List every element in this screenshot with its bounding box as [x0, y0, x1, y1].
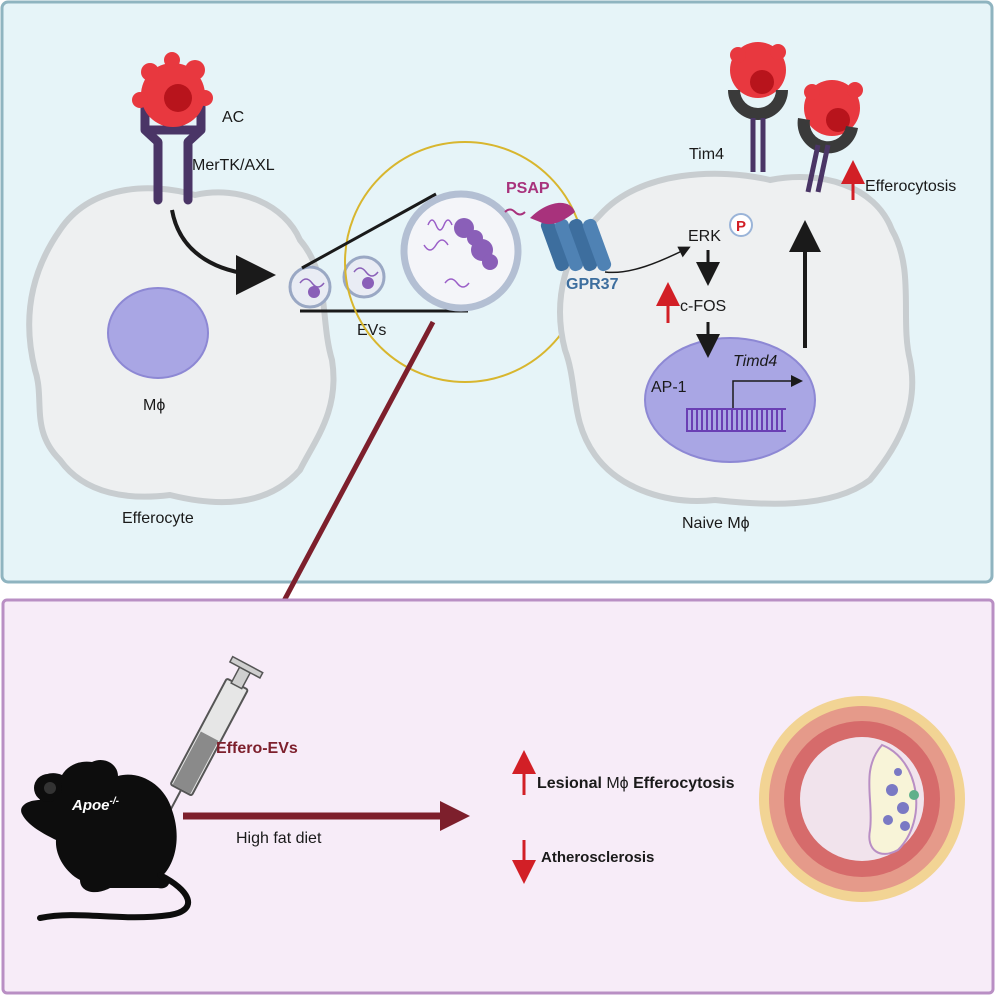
ev-to-injection-arrow: [259, 320, 436, 644]
outcome-up-part-2: Mϕ: [602, 775, 633, 792]
effero-evs-label: Effero-EVs: [216, 740, 298, 757]
outcome-up-part-3: Efferocytosis: [633, 775, 734, 792]
psap-protein-icon: [530, 202, 575, 225]
gpr37-label: GPR37: [566, 276, 619, 293]
secretion-arrow: [170, 209, 276, 295]
gpr37-receptor-icon: [540, 218, 612, 272]
naive-cell: PSAP GPR37 ERK P c-FOS AP-1 Timd4 Naive …: [504, 42, 956, 532]
phospho-badge: [729, 213, 753, 237]
diet-label: High fat diet: [236, 830, 322, 847]
ev-small-1: [288, 265, 332, 309]
transcription-arrow: [732, 375, 803, 408]
efferocyte-mphi-label: Mϕ: [143, 397, 165, 414]
tim4-receptor-2-icon: [797, 80, 863, 193]
mouse-icon: [21, 759, 192, 921]
mouse-genotype-label: Apoe-/-: [71, 796, 120, 814]
psap-label: PSAP: [506, 180, 550, 197]
bottom-panel: [1, 598, 995, 995]
erk-label: ERK: [688, 228, 721, 245]
timd4-label: Timd4: [733, 353, 777, 370]
apoptotic-cell-icon: [132, 52, 213, 127]
tim4-label: Tim4: [689, 146, 724, 163]
diet-arrowhead: [440, 801, 470, 831]
outcome-up-label: Lesional Mϕ Efferocytosis: [537, 775, 735, 792]
efferocytosis-label: Efferocytosis: [865, 178, 956, 195]
mouse-genotype-sup: -/-: [110, 796, 120, 807]
naive-mphi-label: Naive Mϕ: [682, 515, 750, 532]
gpr37-to-erk-arrow: [604, 246, 691, 274]
ac-label: AC: [222, 109, 244, 126]
mertk-axl-receptor: [140, 95, 206, 205]
ev-enlarged: [400, 190, 522, 312]
evs-group: EVs: [288, 255, 468, 339]
cfos-label: c-FOS: [680, 298, 726, 315]
ap1-label: AP-1: [651, 379, 687, 396]
zoom-line-upper: [301, 192, 437, 270]
outcome-down-label: Atherosclerosis: [541, 849, 654, 866]
tim4-receptor-1-icon: [728, 42, 788, 172]
syringe-icon: [161, 655, 264, 825]
naive-nucleus: [644, 337, 816, 463]
efferocyte-label: Efferocyte: [122, 510, 194, 527]
efferocyte-cell: AC MerTK/AXL Mϕ Efferocyte: [26, 52, 337, 527]
mertk-axl-label: MerTK/AXL: [192, 157, 275, 174]
artery-cross-section-icon: [759, 696, 965, 902]
dna-strand: [686, 409, 786, 431]
phospho-label: P: [736, 218, 746, 235]
ev-cargo: [423, 218, 498, 288]
mouse-genotype-base: Apoe: [71, 797, 110, 814]
ev-small-2: [342, 255, 386, 299]
outcome-up-part-1: Lesional: [537, 775, 602, 792]
efferocyte-nucleus: [107, 287, 209, 379]
